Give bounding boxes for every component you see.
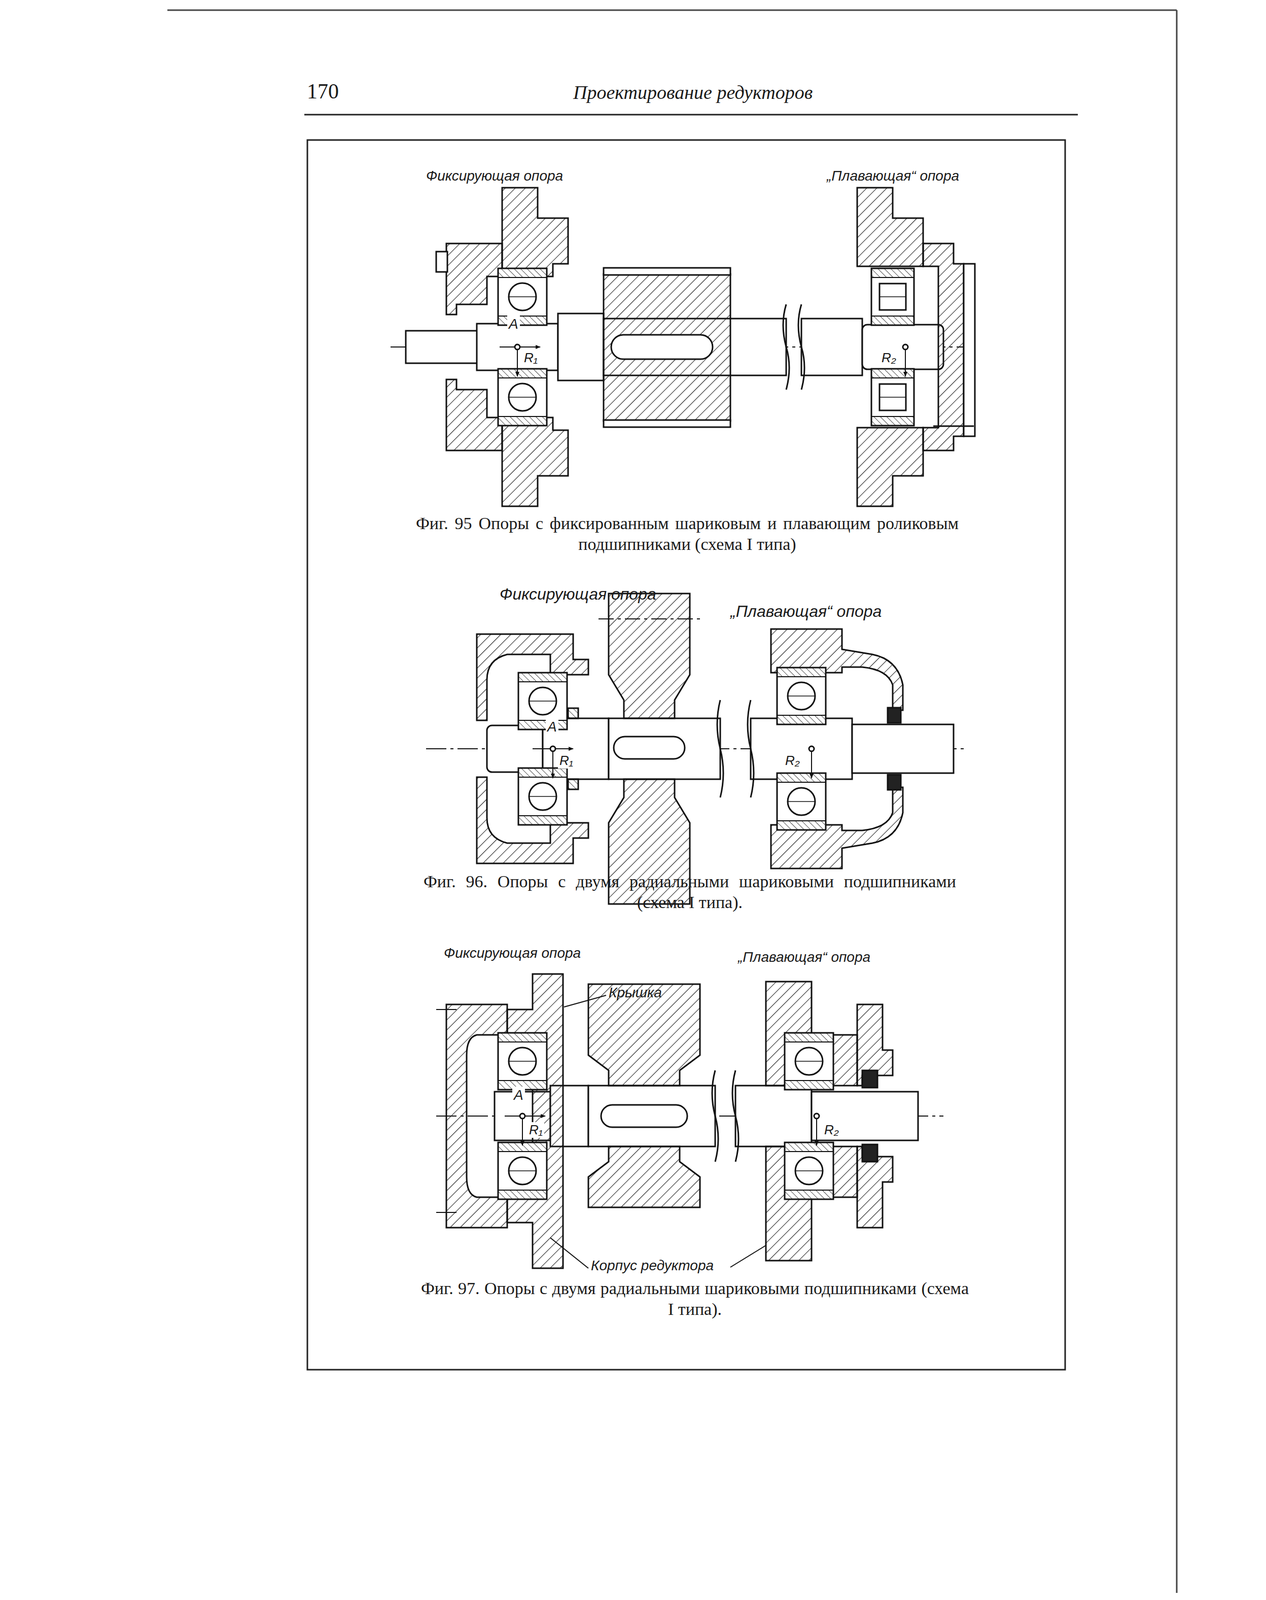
part-label: Крышка [608, 983, 662, 1002]
force-label: R₁ [557, 752, 575, 769]
figure-caption: Фиг. 96. Опоры с двумя радиальными шарик… [423, 871, 957, 913]
support-label: „Плавающая“ опора [737, 948, 871, 966]
support-label: „Плавающая“ опора [730, 601, 882, 621]
force-label: R₂ [822, 1121, 841, 1138]
figure-caption: Фиг. 95 Опоры с фиксированным шариковым … [415, 513, 959, 555]
support-label: „Плавающая“ опора [826, 167, 960, 185]
force-label: R₁ [522, 349, 540, 366]
figure-caption: Фиг. 97. Опоры с двумя радиальными шарик… [420, 1278, 969, 1320]
force-label: R₂ [880, 349, 898, 366]
page-number: 170 [306, 78, 339, 104]
running-header: Проектирование редукторов [573, 81, 813, 105]
part-label: Корпус редуктора [590, 1256, 714, 1275]
force-label: R₂ [783, 752, 802, 769]
force-label: A [507, 315, 520, 333]
support-label: Фиксирующая опора [426, 167, 564, 185]
force-label: R₁ [527, 1121, 545, 1138]
force-label: A [512, 1086, 525, 1104]
support-label: Фиксирующая опора [443, 944, 581, 962]
force-label: A [545, 718, 559, 736]
support-label: Фиксирующая опора [499, 584, 657, 604]
